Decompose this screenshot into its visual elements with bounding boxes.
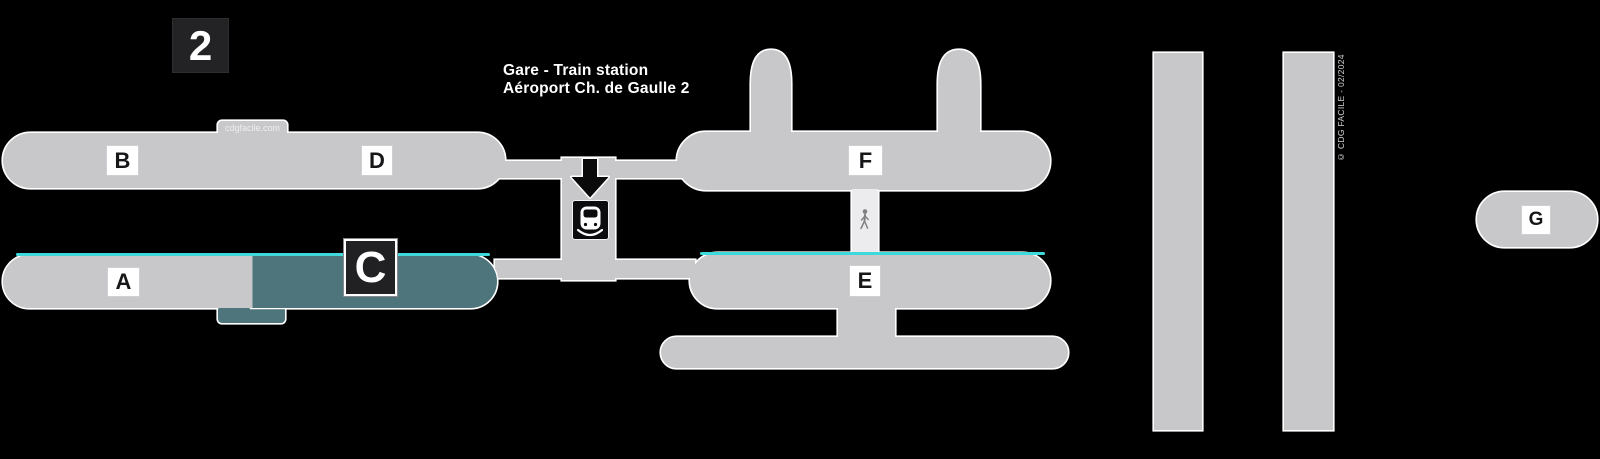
terminal-label-b: B [106, 145, 139, 176]
pedestrian-icon [860, 209, 869, 230]
terminal-label-f: F [848, 145, 883, 176]
watermark-tab-text: cdgfacile.com [224, 123, 281, 133]
watermark-side-text: © CDG FACILE - 02/2024 [1336, 54, 1346, 162]
terminal-label-c: C [344, 239, 397, 296]
map-fill-pass [3, 50, 1597, 430]
map-outline-pass [1, 48, 1599, 432]
terminal-label-e: E [849, 265, 881, 297]
terminal-number-badge: 2 [172, 18, 229, 73]
terminal-label-d: D [361, 145, 393, 176]
terminal-c-highlight [3, 253, 499, 324]
terminal-label-a: A [107, 267, 140, 297]
station-title: Gare - Train station Aéroport Ch. de Gau… [503, 62, 690, 97]
terminal-label-g: G [1521, 205, 1551, 235]
station-title-line2: Aéroport Ch. de Gaulle 2 [503, 79, 690, 97]
transit-line-ac [16, 253, 490, 256]
arrow-down-icon [570, 157, 610, 199]
train-icon [572, 200, 609, 240]
station-title-line1: Gare - Train station [503, 62, 649, 79]
transit-line-e [700, 252, 1045, 255]
